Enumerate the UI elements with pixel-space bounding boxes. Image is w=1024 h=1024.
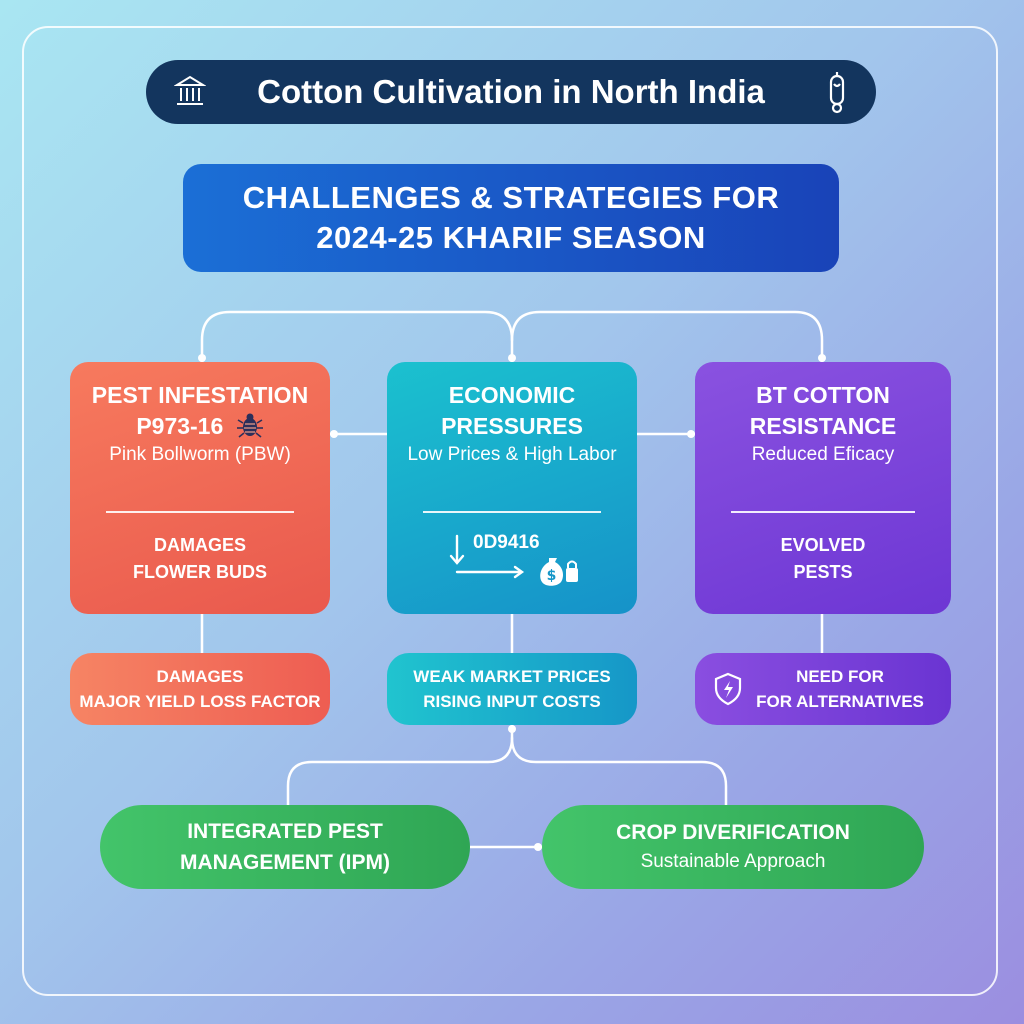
- pest-detail-line-2: FLOWER BUDS: [133, 562, 267, 582]
- pest-title-line-2: P973-16: [136, 413, 224, 439]
- bt-detail-line-2: PESTS: [793, 562, 853, 582]
- pest-impact-line-1: DAMAGES: [156, 667, 244, 686]
- tag-icon: [829, 72, 845, 114]
- economic-code: 0D9416: [473, 532, 540, 553]
- ipm-strategy-box: INTEGRATED PEST MANAGEMENT (IPM): [100, 805, 470, 889]
- ipm-line-2: MANAGEMENT (IPM): [180, 851, 390, 874]
- pest-divider: [106, 511, 294, 513]
- pest-impact-pill: DAMAGES MAJOR YIELD LOSS FACTOR: [70, 653, 330, 725]
- bt-subtitle: Reduced Eficacy: [751, 444, 895, 465]
- price-drop-graphic: 0D9416 $: [387, 530, 637, 590]
- subtitle-line-1: CHALLENGES & STRATEGIES FOR: [242, 180, 780, 215]
- economic-impact-line-1: WEAK MARKET PRICES: [413, 667, 611, 686]
- shield-icon: [714, 672, 742, 706]
- diversification-title: CROP DIVERIFICATION: [616, 821, 850, 844]
- bt-impact-line-2: FOR ALTERNATIVES: [756, 692, 924, 711]
- svg-text:$: $: [547, 568, 557, 584]
- down-arrow-icon: [449, 534, 525, 579]
- season-subtitle: CHALLENGES & STRATEGIES FOR 2024-25 KHAR…: [183, 164, 839, 272]
- bt-detail-line-1: EVOLVED: [780, 535, 866, 555]
- bt-impact-pill: NEED FOR FOR ALTERNATIVES: [695, 653, 951, 725]
- pest-detail: DAMAGES FLOWER BUDS: [70, 532, 330, 586]
- subtitle-line-2: 2024-25 KHARIF SEASON: [316, 220, 706, 255]
- bt-impact-line-1: NEED FOR: [796, 667, 884, 686]
- ipm-line-1: INTEGRATED PEST: [187, 820, 383, 843]
- bt-divider: [731, 511, 915, 513]
- page-title: Cotton Cultivation in North India: [257, 73, 765, 110]
- pest-infestation-card: PEST INFESTATION P973-16: [70, 362, 330, 614]
- bt-title-line-2: RESISTANCE: [749, 413, 897, 439]
- pest-title-line-1: PEST INFESTATION: [91, 382, 309, 408]
- title-banner: Cotton Cultivation in North India: [146, 60, 876, 124]
- economic-subtitle: Low Prices & High Labor: [407, 444, 617, 465]
- bank-icon: [174, 75, 206, 105]
- bt-detail: EVOLVED PESTS: [695, 532, 951, 586]
- bug-icon: [236, 413, 263, 438]
- economic-impact-line-2: RISING INPUT COSTS: [423, 692, 601, 711]
- economic-impact-pill: WEAK MARKET PRICES RISING INPUT COSTS: [387, 653, 637, 725]
- money-bag-icon: $: [540, 558, 578, 586]
- pest-subtitle: Pink Bollworm (PBW): [109, 444, 291, 465]
- crop-diversification-box: CROP DIVERIFICATION Sustainable Approach: [542, 805, 924, 889]
- bt-cotton-resistance-card: BT COTTON RESISTANCE Reduced Eficacy EVO…: [695, 362, 951, 614]
- outer-frame: [22, 26, 998, 996]
- economic-divider: [423, 511, 601, 513]
- pest-impact-line-2: MAJOR YIELD LOSS FACTOR: [79, 692, 321, 711]
- economic-title-line-2: PRESSURES: [441, 413, 583, 439]
- diversification-subtitle: Sustainable Approach: [640, 851, 826, 872]
- bt-title-line-1: BT COTTON: [756, 382, 890, 408]
- economic-pressures-card: ECONOMIC PRESSURES Low Prices & High Lab…: [387, 362, 637, 614]
- pest-detail-line-1: DAMAGES: [153, 535, 246, 555]
- economic-title-line-1: ECONOMIC: [448, 382, 576, 408]
